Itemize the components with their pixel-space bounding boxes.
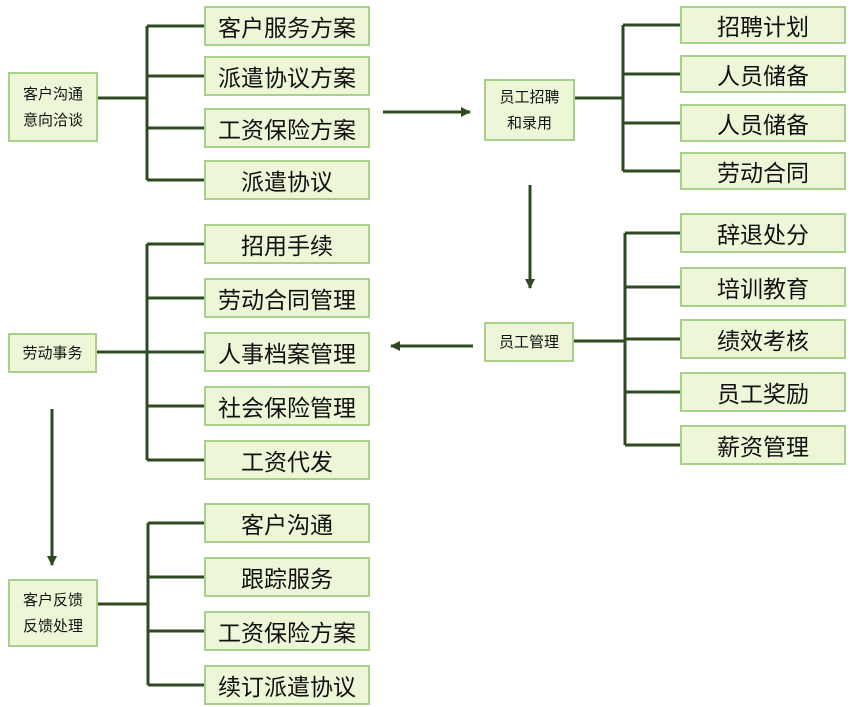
node-client-communication: 客户沟通: [204, 503, 370, 543]
node-staff-reserve-1: 人员储备: [680, 55, 846, 93]
node-training-education: 培训教育: [680, 267, 846, 307]
node-personnel-file-management: 人事档案管理: [204, 332, 370, 372]
root-employee-management: 员工管理: [484, 322, 574, 362]
root-label: 员工管理: [498, 333, 559, 351]
root-labor-affairs: 劳动事务: [8, 333, 97, 373]
node-performance-review: 绩效考核: [680, 319, 846, 359]
node-follow-up-service: 跟踪服务: [204, 557, 370, 597]
root-client-communication: 客户沟通 意向洽谈: [8, 72, 98, 142]
root-label-line1: 员工招聘: [499, 88, 560, 106]
node-recruitment-plan: 招聘计划: [680, 6, 846, 44]
node-dispatch-agreement-plan: 派遣协议方案: [204, 56, 370, 96]
node-hiring-procedures: 招用手续: [204, 224, 370, 264]
node-wage-insurance-plan: 工资保险方案: [204, 108, 370, 148]
root-label-line1: 客户反馈: [22, 591, 83, 609]
root-label-line1: 客户沟通: [22, 85, 83, 103]
root-label-line2: 意向洽谈: [22, 111, 83, 129]
node-labor-contract-management: 劳动合同管理: [204, 278, 370, 318]
node-employee-rewards: 员工奖励: [680, 372, 846, 412]
node-client-service-plan: 客户服务方案: [204, 6, 370, 46]
root-recruitment: 员工招聘 和录用: [484, 79, 575, 141]
root-label-line2: 和录用: [506, 114, 552, 132]
node-renew-dispatch-agreement: 续订派遣协议: [204, 665, 370, 705]
root-client-feedback: 客户反馈 反馈处理: [8, 579, 98, 647]
node-dismissal-discipline: 辞退处分: [680, 213, 846, 253]
node-salary-management: 薪资管理: [680, 425, 846, 465]
node-wage-insurance-plan-2: 工资保险方案: [204, 611, 370, 651]
node-labor-contract: 劳动合同: [680, 152, 846, 190]
root-label-line2: 反馈处理: [22, 617, 83, 635]
node-dispatch-agreement: 派遣协议: [204, 160, 370, 200]
root-label: 劳动事务: [22, 344, 83, 362]
node-staff-reserve-2: 人员储备: [680, 104, 846, 142]
node-social-insurance-management: 社会保险管理: [204, 386, 370, 426]
node-payroll-disbursement: 工资代发: [204, 440, 370, 480]
